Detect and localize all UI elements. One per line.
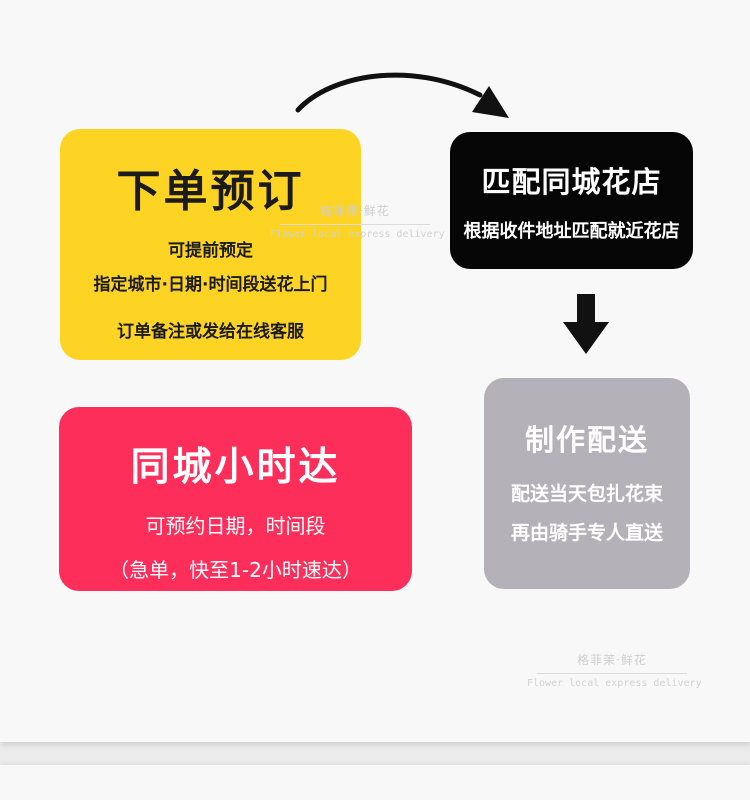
city-express-card-line-2: （急单，快至1-2小时速达）	[109, 558, 362, 582]
make-deliver-card: 制作配送 配送当天包扎花束 再由骑手专人直送	[484, 378, 690, 589]
order-card-title: 下单预订	[116, 166, 305, 217]
order-card: 下单预订 可提前预定 指定城市·日期·时间段送花上门 订单备注或发给在线客服	[60, 129, 361, 360]
watermark-subtitle: Flower local express delivery	[270, 229, 445, 240]
city-express-card: 同城小时达 可预约日期，时间段 （急单，快至1-2小时速达）	[59, 407, 412, 591]
order-card-line-2: 指定城市·日期·时间段送花上门	[93, 275, 328, 295]
make-deliver-card-line-2: 再由骑手专人直送	[510, 522, 663, 544]
order-card-line-1: 可提前预定	[168, 241, 253, 261]
make-deliver-card-line-1: 配送当天包扎花束	[510, 483, 663, 505]
make-deliver-card-title: 制作配送	[524, 423, 649, 457]
watermark-subtitle: Flower local express delivery	[527, 678, 702, 689]
watermark-top: 格菲茉·鲜花 Flower local express delivery	[270, 202, 445, 240]
city-express-card-title: 同城小时达	[130, 445, 341, 490]
watermark-bottom: 格菲茉·鲜花 Flower local express delivery	[527, 651, 702, 689]
arrow-down-icon	[563, 294, 609, 354]
poster-canvas	[0, 0, 750, 742]
order-card-line-3: 订单备注或发给在线客服	[117, 322, 304, 342]
curved-arrow-right-icon	[295, 72, 509, 118]
watermark-brand-name: 格菲茉·鲜花	[320, 204, 390, 218]
match-florist-card: 匹配同城花店 根据收件地址匹配就近花店	[450, 132, 693, 269]
watermark-divider	[280, 224, 430, 225]
flow-arrows	[295, 72, 609, 354]
watermark-brand-name: 格菲茉·鲜花	[577, 653, 647, 667]
match-florist-card-title: 匹配同城花店	[481, 165, 662, 199]
match-florist-card-line-1: 根据收件地址匹配就近花店	[463, 221, 680, 242]
city-express-card-line-1: 可预约日期，时间段	[145, 514, 326, 538]
watermark-divider	[537, 673, 687, 674]
next-section-strip	[0, 765, 750, 800]
